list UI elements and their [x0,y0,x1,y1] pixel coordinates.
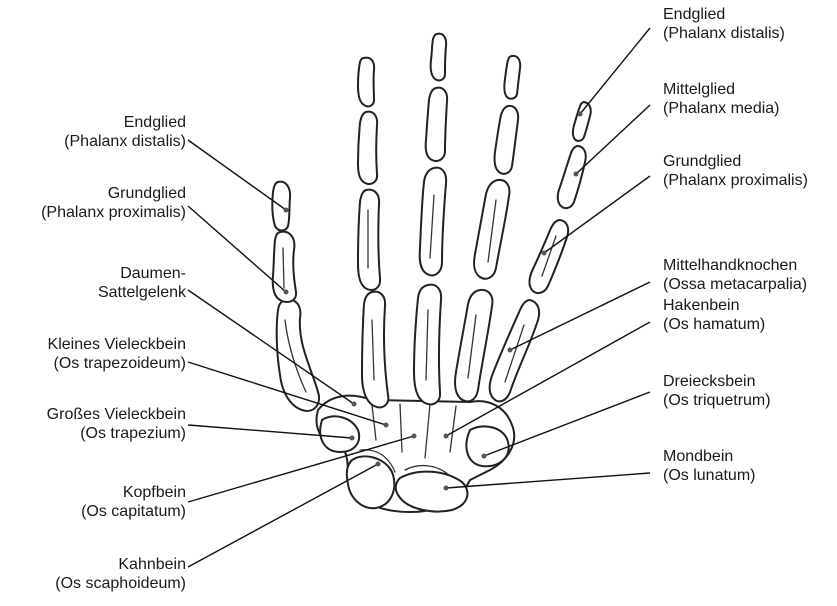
label-mittelglied-name: Mittelglied [663,80,780,99]
label-kopfbein: Kopfbein (Os capitatum) [81,483,186,521]
ring-middle-phalanx [494,106,518,174]
label-daumen-sattelgelenk-line2: Sattelgelenk [98,283,186,302]
label-hakenbein-latin: (Os hamatum) [663,315,765,334]
label-endglied-thumb: Endglied (Phalanx distalis) [64,113,186,151]
ring-distal-phalanx [504,56,520,99]
ring-metacarpal [455,290,492,401]
label-dreiecksbein: Dreiecksbein (Os triquetrum) [663,372,771,410]
label-hakenbein-name: Hakenbein [663,296,765,315]
label-mittelhandknochen: Mittelhandknochen (Ossa metacarpalia) [663,256,807,294]
middle-middle-phalanx [426,88,447,161]
label-mittelglied-latin: (Phalanx media) [663,99,780,118]
middle-distal-phalanx [431,34,447,81]
label-kopfbein-latin: (Os capitatum) [81,502,186,521]
label-kleines-vieleckbein: Kleines Vieleckbein (Os trapezoideum) [48,335,186,373]
label-hakenbein: Hakenbein (Os hamatum) [663,296,765,334]
index-middle-phalanx [358,112,377,184]
label-kahnbein: Kahnbein (Os scaphoideum) [55,555,186,593]
label-mittelhandknochen-latin: (Ossa metacarpalia) [663,275,807,294]
label-kahnbein-latin: (Os scaphoideum) [55,574,186,593]
label-grosses-vieleckbein-name: Großes Vieleckbein [47,405,186,424]
label-endglied-thumb-name: Endglied [64,113,186,132]
label-kleines-vieleckbein-latin: (Os trapezoideum) [48,354,186,373]
label-mondbein: Mondbein (Os lunatum) [663,447,755,485]
label-grundglied-finger-latin: (Phalanx proximalis) [663,171,808,190]
label-endglied-finger-name: Endglied [663,5,785,24]
label-endglied-finger: Endglied (Phalanx distalis) [663,5,785,43]
little-middle-phalanx [558,146,586,208]
leader-endglied-thumb [188,140,286,210]
label-mondbein-latin: (Os lunatum) [663,466,755,485]
label-dreiecksbein-latin: (Os triquetrum) [663,391,771,410]
scaphoid-bone [347,456,394,508]
leader-daumen-sattelgelenk [188,290,354,404]
label-grundglied-thumb-latin: (Phalanx proximalis) [41,203,186,222]
label-kleines-vieleckbein-name: Kleines Vieleckbein [48,335,186,354]
index-metacarpal [362,292,388,408]
label-grundglied-thumb: Grundglied (Phalanx proximalis) [41,184,186,222]
label-daumen-sattelgelenk-line1: Daumen- [98,264,186,283]
label-mondbein-name: Mondbein [663,447,755,466]
index-proximal-phalanx [358,190,380,290]
label-grundglied-thumb-name: Grundglied [41,184,186,203]
label-daumen-sattelgelenk: Daumen- Sattelgelenk [98,264,186,302]
label-endglied-finger-latin: (Phalanx distalis) [663,24,785,43]
label-grundglied-finger: Grundglied (Phalanx proximalis) [663,152,808,190]
label-kahnbein-name: Kahnbein [55,555,186,574]
little-distal-phalanx [573,102,591,141]
label-dreiecksbein-name: Dreiecksbein [663,372,771,391]
index-distal-phalanx [358,58,374,107]
triquetrum-bone [466,426,508,466]
leader-endglied-finger [580,28,650,114]
label-grundglied-finger-name: Grundglied [663,152,808,171]
leader-grundglied-thumb [188,206,286,292]
label-kopfbein-name: Kopfbein [81,483,186,502]
label-grosses-vieleckbein-latin: (Os trapezium) [47,424,186,443]
leader-kahnbein [188,464,378,567]
label-grosses-vieleckbein: Großes Vieleckbein (Os trapezium) [47,405,186,443]
label-endglied-thumb-latin: (Phalanx distalis) [64,132,186,151]
little-metacarpal [490,300,540,401]
label-mittelglied: Mittelglied (Phalanx media) [663,80,780,118]
label-mittelhandknochen-name: Mittelhandknochen [663,256,807,275]
